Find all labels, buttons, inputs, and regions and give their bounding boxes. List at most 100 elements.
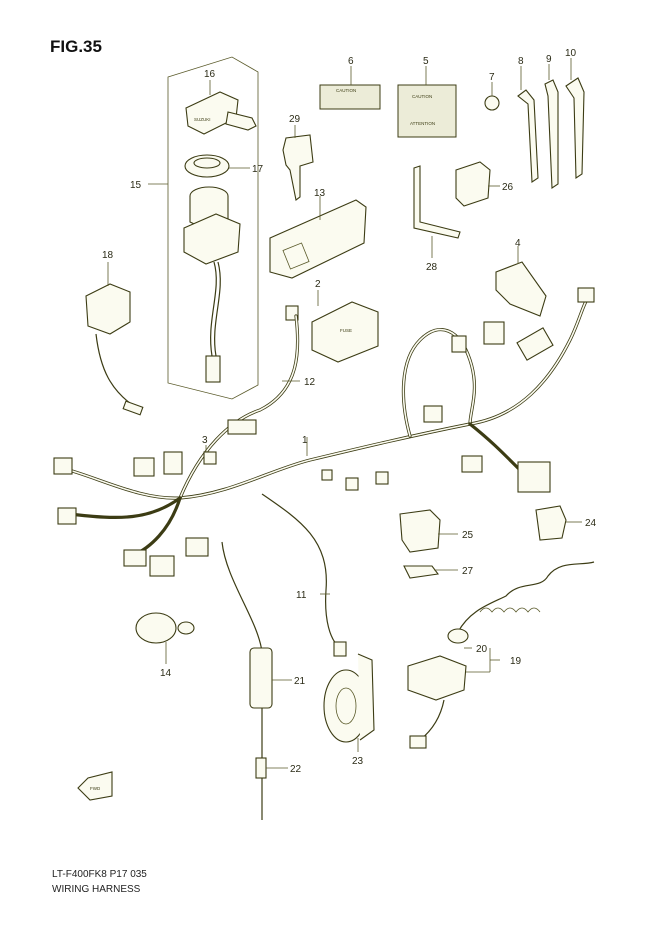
wire-clamps bbox=[484, 58, 585, 189]
switch-19-wire bbox=[419, 699, 445, 741]
callout-23: 23 bbox=[352, 756, 364, 767]
connector-left-1 bbox=[53, 457, 73, 475]
caution-label-6 bbox=[319, 84, 381, 110]
handlebar-switch bbox=[85, 262, 144, 416]
fwd-label: FWD bbox=[90, 786, 101, 791]
connector-mid-4 bbox=[321, 469, 333, 481]
callouts: 1 2 3 4 5 6 7 8 9 10 11 12 13 14 15 16 1… bbox=[102, 48, 597, 775]
callout-2: 2 bbox=[315, 279, 321, 290]
callout-5: 5 bbox=[423, 56, 429, 67]
connector-right-1 bbox=[483, 321, 505, 345]
horn-bracket bbox=[357, 653, 375, 741]
callout-24: 24 bbox=[585, 518, 597, 529]
figure-title: FIG.35 bbox=[50, 37, 102, 56]
connector-mid-7 bbox=[423, 405, 443, 423]
sensor-22 bbox=[255, 757, 267, 779]
callout-3: 3 bbox=[202, 435, 208, 446]
part-27 bbox=[403, 565, 439, 579]
caution-labels: CAUTION CAUTION ATTENTION bbox=[319, 66, 457, 138]
group-outline-15 bbox=[167, 56, 259, 400]
callout-7: 7 bbox=[489, 72, 495, 83]
connector-left-4 bbox=[149, 555, 175, 577]
neutral-switch bbox=[135, 612, 195, 664]
callout-25: 25 bbox=[462, 530, 474, 541]
connector-loop bbox=[451, 335, 467, 353]
sensor-wire bbox=[221, 541, 263, 653]
callout-10: 10 bbox=[565, 48, 577, 59]
harness-loop-inner bbox=[402, 328, 476, 437]
switch-18-plug bbox=[122, 400, 144, 416]
small-parts-right bbox=[399, 505, 582, 579]
callout-21: 21 bbox=[294, 676, 306, 687]
relay-26-bracket-28 bbox=[413, 161, 500, 258]
relay-24 bbox=[535, 505, 567, 541]
sensor-21 bbox=[249, 647, 273, 709]
spare-key bbox=[282, 125, 314, 201]
connector-3 bbox=[203, 451, 217, 465]
connector-boot-4 bbox=[495, 246, 547, 317]
callout-14: 14 bbox=[160, 668, 172, 679]
connector-left-3 bbox=[123, 549, 147, 567]
callout-11: 11 bbox=[296, 590, 307, 601]
relay-bracket bbox=[269, 196, 367, 279]
key-29 bbox=[282, 134, 314, 201]
figure-caption: WIRING HARNESS bbox=[52, 884, 141, 895]
callout-12: 12 bbox=[304, 377, 316, 388]
fuse-box-body bbox=[311, 301, 379, 363]
callout-8: 8 bbox=[518, 56, 524, 67]
horn-group bbox=[261, 493, 375, 752]
callout-22: 22 bbox=[290, 764, 302, 775]
clamp-7 bbox=[484, 95, 500, 111]
switch-base bbox=[183, 213, 241, 265]
bracket-28 bbox=[413, 165, 461, 239]
wire-11-plug bbox=[333, 641, 347, 657]
horn-23-inner bbox=[335, 687, 357, 725]
connector-mid-8 bbox=[461, 455, 483, 473]
callout-13: 13 bbox=[314, 188, 326, 199]
switch-wire-2 bbox=[214, 261, 221, 357]
cable-tie-8 bbox=[517, 89, 539, 183]
callout-9: 9 bbox=[546, 54, 552, 65]
bracket-slot bbox=[282, 242, 310, 270]
callout-16: 16 bbox=[204, 69, 216, 80]
callout-6: 6 bbox=[348, 56, 354, 67]
callout-20: 20 bbox=[476, 644, 488, 655]
callout-18: 18 bbox=[102, 250, 114, 261]
connector-right-2 bbox=[516, 327, 554, 361]
part-25 bbox=[399, 509, 441, 553]
callout-26: 26 bbox=[502, 182, 514, 193]
switch-connector bbox=[205, 355, 221, 383]
connector-left-2 bbox=[57, 507, 77, 525]
callout-19: 19 bbox=[510, 656, 522, 667]
attention-text-5: ATTENTION bbox=[410, 121, 435, 126]
lock-nut-hole bbox=[193, 157, 221, 169]
coil-detail bbox=[479, 607, 541, 613]
connector-left-5 bbox=[185, 537, 209, 557]
harness-branch-right bbox=[468, 422, 522, 472]
switch-14-body bbox=[135, 612, 177, 644]
fwd-arrow-icon bbox=[77, 771, 113, 801]
callout-27: 27 bbox=[462, 566, 474, 577]
callout-29: 29 bbox=[289, 114, 301, 125]
callout-28: 28 bbox=[426, 262, 438, 273]
switch-14-terminal bbox=[177, 621, 195, 635]
coiled-cord bbox=[457, 561, 595, 633]
key-blade-small bbox=[225, 111, 257, 131]
caution-text-6: CAUTION bbox=[336, 88, 356, 93]
boot-4 bbox=[495, 261, 547, 317]
cable-tie-9 bbox=[544, 79, 559, 189]
callout-4: 4 bbox=[515, 238, 521, 249]
switch-wire bbox=[210, 261, 217, 357]
tether-switch bbox=[407, 561, 595, 749]
speed-sensor bbox=[221, 541, 292, 820]
wire-11 bbox=[261, 493, 341, 649]
main-harness bbox=[53, 287, 595, 577]
caution-text-5: CAUTION bbox=[412, 94, 432, 99]
connector-right-large bbox=[517, 461, 551, 493]
harness-branch-low bbox=[130, 496, 182, 558]
fuse-box: FUSE bbox=[285, 290, 379, 363]
switch-19-body bbox=[407, 655, 467, 701]
connector-mid-5 bbox=[345, 477, 359, 491]
connector-mid-2 bbox=[163, 451, 183, 475]
